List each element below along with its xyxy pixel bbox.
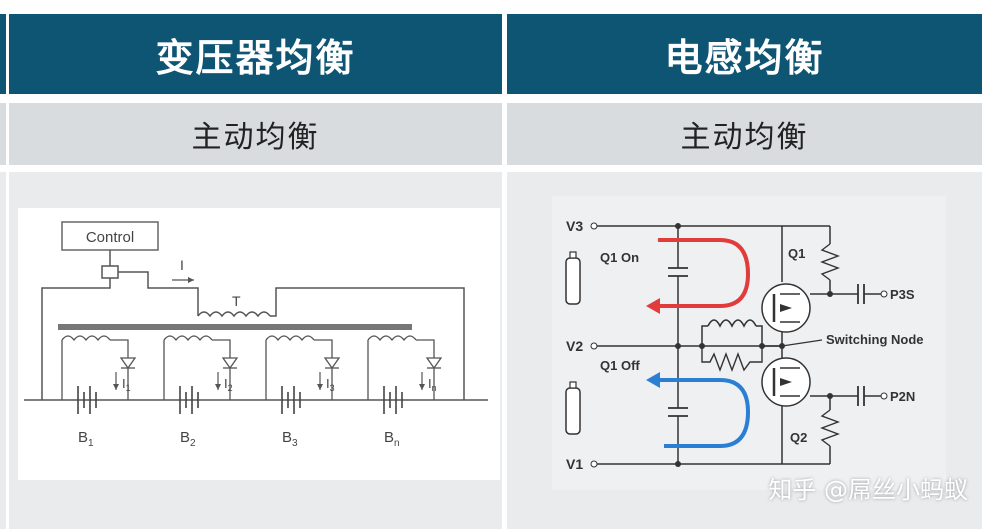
left-edge-sub	[0, 103, 6, 165]
p2n-label: P2N	[890, 389, 915, 404]
v3-label: V3	[566, 218, 583, 234]
v2-label: V2	[566, 338, 583, 354]
gate-resistor-bottom-icon	[820, 409, 840, 447]
control-box	[61, 221, 159, 251]
cell-group-1: I1 B1	[61, 335, 137, 449]
inductor-icon	[707, 319, 757, 328]
header-transformer-balancing: 变压器均衡	[9, 14, 502, 94]
current-label: I	[180, 257, 184, 273]
header-inductor-label: 电感均衡	[664, 35, 825, 80]
gate-resistor-top-icon	[820, 243, 840, 281]
header-inductor-balancing: 电感均衡	[507, 14, 982, 94]
q1-on-label: Q1 On	[600, 250, 639, 265]
q1-on-current-arrow	[656, 238, 751, 308]
transformer-balancing-diagram: Control I T I1 B1	[18, 208, 500, 480]
cell-current-label: I2	[224, 376, 233, 393]
battery-icon	[77, 386, 97, 414]
q1-label: Q1	[788, 246, 805, 261]
p3s-label: P3S	[890, 287, 915, 302]
cell-label: B2	[180, 429, 196, 449]
red-arrow-head-icon	[646, 298, 660, 314]
battery-icon	[565, 251, 581, 305]
cell-group-2: I2 B2	[163, 335, 239, 449]
cell-label: B1	[78, 429, 94, 449]
subheader-transformer: 主动均衡	[9, 103, 502, 165]
cell-label: B3	[282, 429, 298, 449]
transformer-label: T	[232, 293, 241, 309]
cell-current-label: I3	[326, 376, 335, 393]
q1-off-label: Q1 Off	[600, 358, 640, 373]
blue-arrow-head-icon	[646, 372, 660, 388]
q1-off-current-arrow	[658, 378, 751, 448]
inductor-balancing-diagram: V3 V2 V1 Q1 On Q1 Off Q1 Q2	[552, 196, 946, 490]
switching-node-label: Switching Node	[826, 332, 924, 347]
header-transformer-label: 变压器均衡	[155, 35, 356, 80]
battery-icon	[565, 381, 581, 435]
left-edge-body	[0, 172, 6, 529]
battery-icon	[383, 386, 403, 414]
v1-label: V1	[566, 456, 583, 472]
cell-group-n: In Bn	[367, 335, 443, 449]
transformer-core	[58, 324, 412, 330]
cell-group-3: I3 B3	[265, 335, 341, 449]
subheader-inductor: 主动均衡	[507, 103, 982, 165]
subheader-transformer-label: 主动均衡	[191, 120, 320, 155]
left-edge-header	[0, 14, 6, 94]
cell-current-label: I1	[122, 376, 131, 393]
diode-icon	[425, 357, 443, 370]
diode-icon	[119, 357, 137, 370]
diode-icon	[323, 357, 341, 370]
q2-label: Q2	[790, 430, 807, 445]
battery-icon	[281, 386, 301, 414]
cell-label: Bn	[384, 429, 400, 449]
watermark: 知乎 @屌丝小蚂蚁	[768, 476, 968, 504]
subheader-inductor-label: 主动均衡	[680, 120, 809, 155]
resistor-icon	[701, 346, 763, 372]
battery-icon	[179, 386, 199, 414]
cell-current-label: In	[428, 376, 437, 393]
diode-icon	[221, 357, 239, 370]
control-label: Control	[86, 229, 134, 246]
